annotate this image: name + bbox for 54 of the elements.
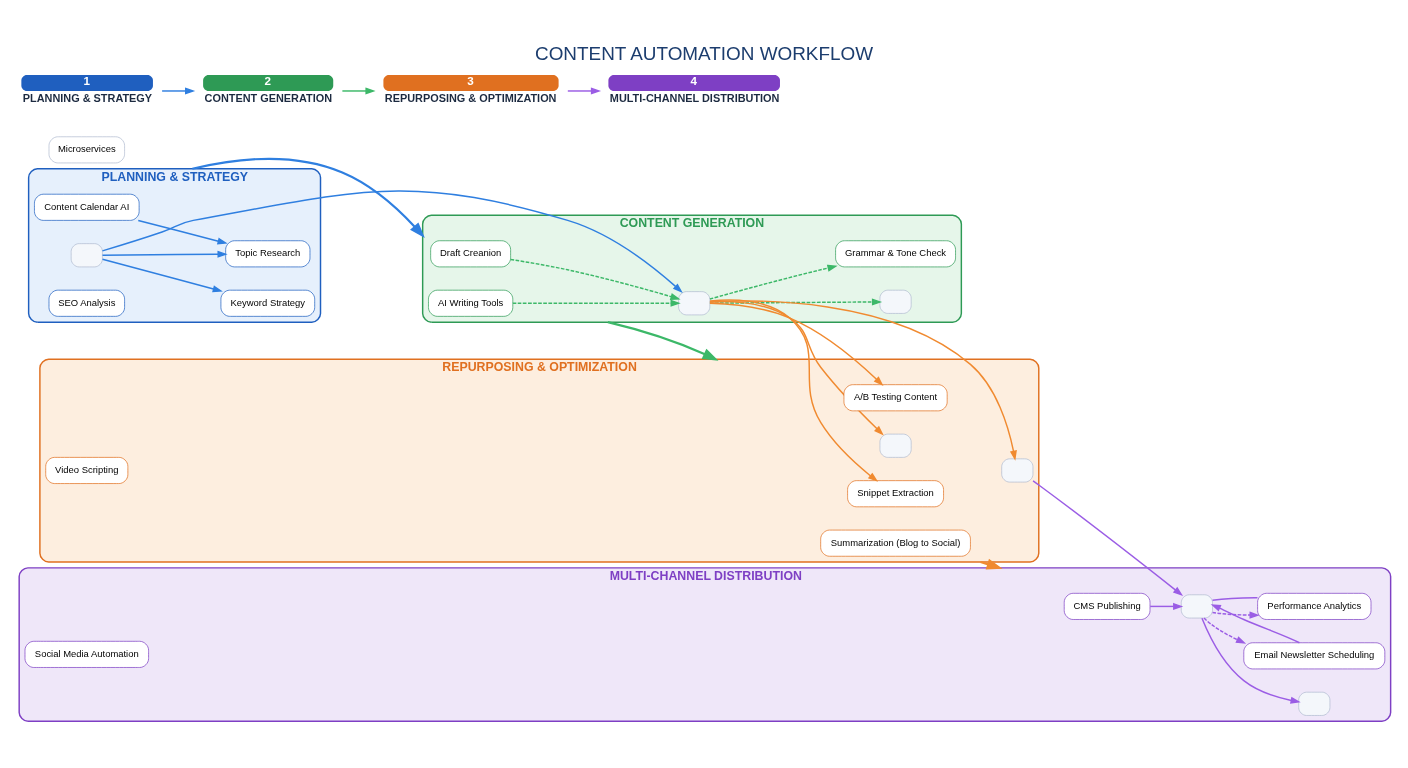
node-box: Performance Analytics [1257,592,1372,620]
arrow [709,300,884,435]
node-box-text: 1 [21,74,153,91]
node-label: CONTENT GENERATION [204,91,333,104]
node-box: Keyword Strategy [220,289,316,317]
arrow [161,86,196,95]
node-box-text: 2 [203,74,334,91]
node-label: MULTI-CHANNEL DISTRIBUTION [609,91,780,104]
node-label: REPURPOSING & OPTIMIZATION [384,91,557,104]
arrow [567,86,602,95]
node-box [678,290,711,315]
arrow [1201,617,1301,704]
node-box [1180,593,1213,618]
node-box: Grammar & Tone Check [835,239,956,267]
arrow [1203,616,1247,644]
arrow [1032,479,1184,596]
arrow [101,258,223,292]
node-box: AI Writing Tools [428,289,514,317]
node-box [70,242,103,267]
arrow [1211,611,1260,619]
node-box [879,289,912,314]
node-box [1298,691,1331,716]
node-box: Microservices [48,135,125,163]
node-box-text: 4 [608,74,780,91]
node-box: 3 [383,74,559,91]
connector [1211,596,1259,601]
node-box [879,433,912,458]
node-box: Social Media Automation [24,640,149,668]
arrow [101,250,228,258]
arrow [607,320,719,361]
node-box: Topic Research [225,239,311,267]
arrow [341,86,376,95]
arrow [1149,602,1184,610]
node-box: CMS Publishing [1063,592,1151,620]
node-box: A/B Testing Content [843,383,948,411]
arrow [192,157,425,238]
arrow [709,299,1017,461]
arrow [709,264,838,300]
arrow [709,302,884,386]
node-box [1001,457,1034,482]
node-box: Summarization (Blog to Social) [820,529,971,557]
arrow [512,299,681,307]
arrow [101,189,683,293]
node-box: Snippet Extraction [847,479,944,507]
node-box: Draft Creanion [430,239,511,267]
node-box: SEO Analysis [48,289,125,317]
arrow [709,298,879,482]
arrow [509,258,681,300]
diagram-title: CONTENT AUTOMATION WORKFLOW [535,42,873,64]
arrow [137,219,228,244]
node-box: Video Scripting [45,456,129,484]
node-box: Content Calendar AI [34,193,140,221]
node-box: Email Newsletter Scheduling [1243,641,1386,669]
node-label: PLANNING & STRATEGY [22,91,153,104]
